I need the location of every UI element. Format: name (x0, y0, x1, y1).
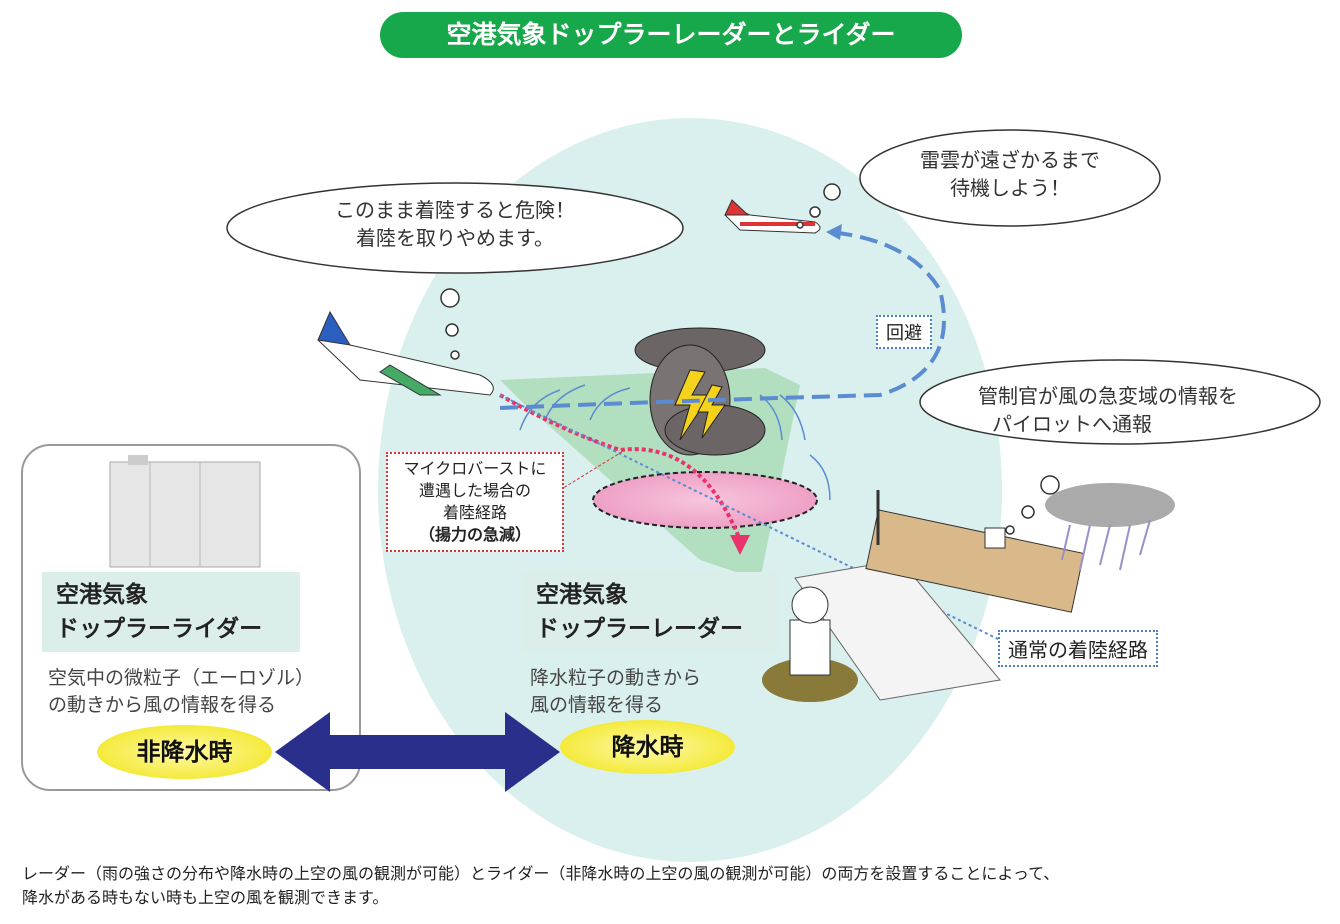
avoid-path (499, 230, 946, 410)
abort-bubble: このまま着陸すると危険！ 着陸を取りやめます。 (250, 196, 660, 252)
bubble-line: パイロットへ通報 (992, 412, 1152, 436)
radar-name-panel: 空港気象 ドップラーレーダー (522, 572, 778, 652)
lidar-description: 空気中の微粒子（エーロゾル） の動きから風の情報を得る (48, 665, 314, 719)
lidar-device-icon (109, 455, 261, 568)
airport-icon (794, 490, 1085, 701)
rain-cloud-icon (1045, 483, 1175, 571)
non-precipitation-badge: 非降水時 (97, 725, 272, 779)
footer-line: 降水がある時もない時も上空の風を観測できます。 (22, 888, 389, 907)
precipitation-badge: 降水時 (560, 720, 735, 774)
lidar-name-line: 空港気象 (56, 582, 148, 608)
radar-name-line: 空港気象 (536, 582, 628, 608)
desc-line: 風の情報を得る (530, 694, 664, 716)
desc-line: 空気中の微粒子（エーロゾル） (48, 667, 315, 689)
footer-line: レーダー（雨の強さの分布や降水時の上空の風の観測が可能）とライダー（非降水時の上… (22, 864, 1060, 883)
lidar-name-line: ドップラーライダー (56, 616, 263, 642)
microburst-path (498, 393, 742, 541)
airplane-landing-icon (317, 310, 494, 396)
lidar-name-panel: 空港気象 ドップラーライダー (42, 572, 300, 652)
label-line: マイクロバーストに (403, 459, 547, 478)
bubble-line: 管制官が風の急変域の情報を (978, 384, 1238, 408)
diagram-title: 空港気象ドップラーレーダーとライダー (380, 12, 962, 58)
double-arrow (275, 712, 560, 792)
avoid-label: 回避 (876, 315, 932, 349)
microburst-label: マイクロバーストに 遭遇した場合の 着陸経路 （揚力の急減） (386, 452, 564, 552)
thought-bubbles (226, 129, 1321, 535)
airplane-holding-icon (724, 199, 821, 234)
label-line: 遭遇した場合の (418, 481, 531, 500)
bubble-line: 着陸を取りやめます。 (356, 226, 554, 250)
footer-note: レーダー（雨の強さの分布や降水時の上空の風の観測が可能）とライダー（非降水時の上… (22, 862, 1059, 910)
desc-line: 降水粒子の動きから (530, 667, 702, 689)
normal-path-label: 通常の着陸経路 (998, 630, 1158, 667)
label-line: 着陸経路 (442, 503, 507, 522)
microburst-zone (592, 471, 818, 529)
radar-description: 降水粒子の動きから 風の情報を得る (530, 665, 701, 719)
desc-line: の動きから風の情報を得る (48, 694, 277, 716)
bubble-line: 雷雲が遠ざかるまで (920, 148, 1100, 172)
bubble-line: 待機しよう！ (950, 176, 1070, 200)
label-line: （揚力の急減） (418, 525, 531, 544)
thunderstorm-cloud-icon (634, 327, 766, 456)
radar-name-line: ドップラーレーダー (536, 616, 743, 642)
radar-tower-icon (762, 586, 858, 702)
bubble-line: このまま着陸すると危険！ (335, 198, 575, 222)
controller-bubble: 管制官が風の急変域の情報を パイロットへ通報 (950, 382, 1300, 438)
wait-bubble: 雷雲が遠ざかるまで 待機しよう！ (880, 146, 1140, 202)
